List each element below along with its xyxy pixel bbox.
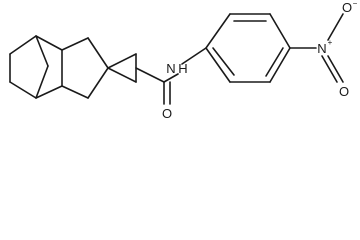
- amide-group: [135, 47, 207, 105]
- nitro-o-top-charge: −: [353, 0, 358, 8]
- nitro-o-top-label: O: [342, 0, 352, 15]
- structure-diagram: N H O N + O − O: [9, 0, 358, 121]
- amide-h-label: H: [178, 61, 187, 76]
- cyclopropane-ring: [107, 53, 137, 83]
- nitro-group: [289, 13, 344, 83]
- amide-o-label: O: [162, 106, 172, 121]
- amide-n-label: N: [166, 61, 175, 76]
- nitro-n-label: N: [317, 41, 326, 56]
- bicyclic-ring: [9, 35, 109, 99]
- nitro-n-charge: +: [328, 38, 333, 47]
- nitro-o-bottom-label: O: [339, 84, 349, 99]
- benzene-ring: [205, 13, 291, 83]
